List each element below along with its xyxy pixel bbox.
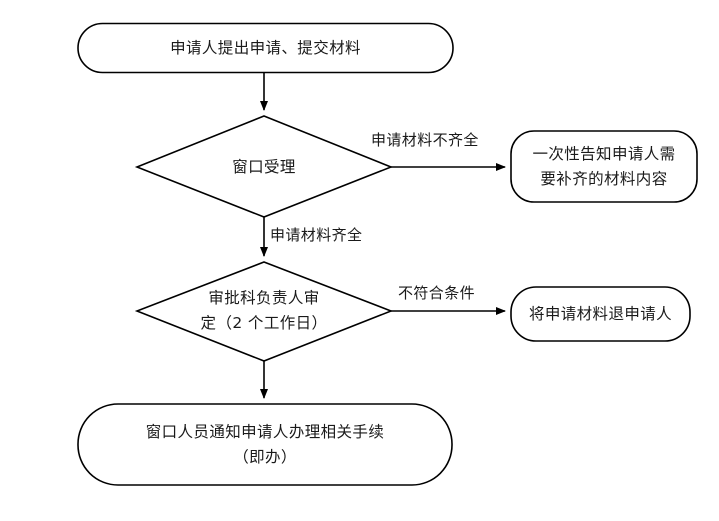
node-window-accept-shape[interactable] — [134, 115, 394, 218]
node-return-materials-shape[interactable] — [510, 286, 691, 342]
node-approval-review-shape[interactable] — [134, 261, 394, 362]
node-start-shape[interactable] — [77, 22, 454, 74]
node-notify-procedures-shape[interactable] — [77, 403, 453, 486]
node-notify-missing-shape[interactable] — [510, 130, 698, 203]
